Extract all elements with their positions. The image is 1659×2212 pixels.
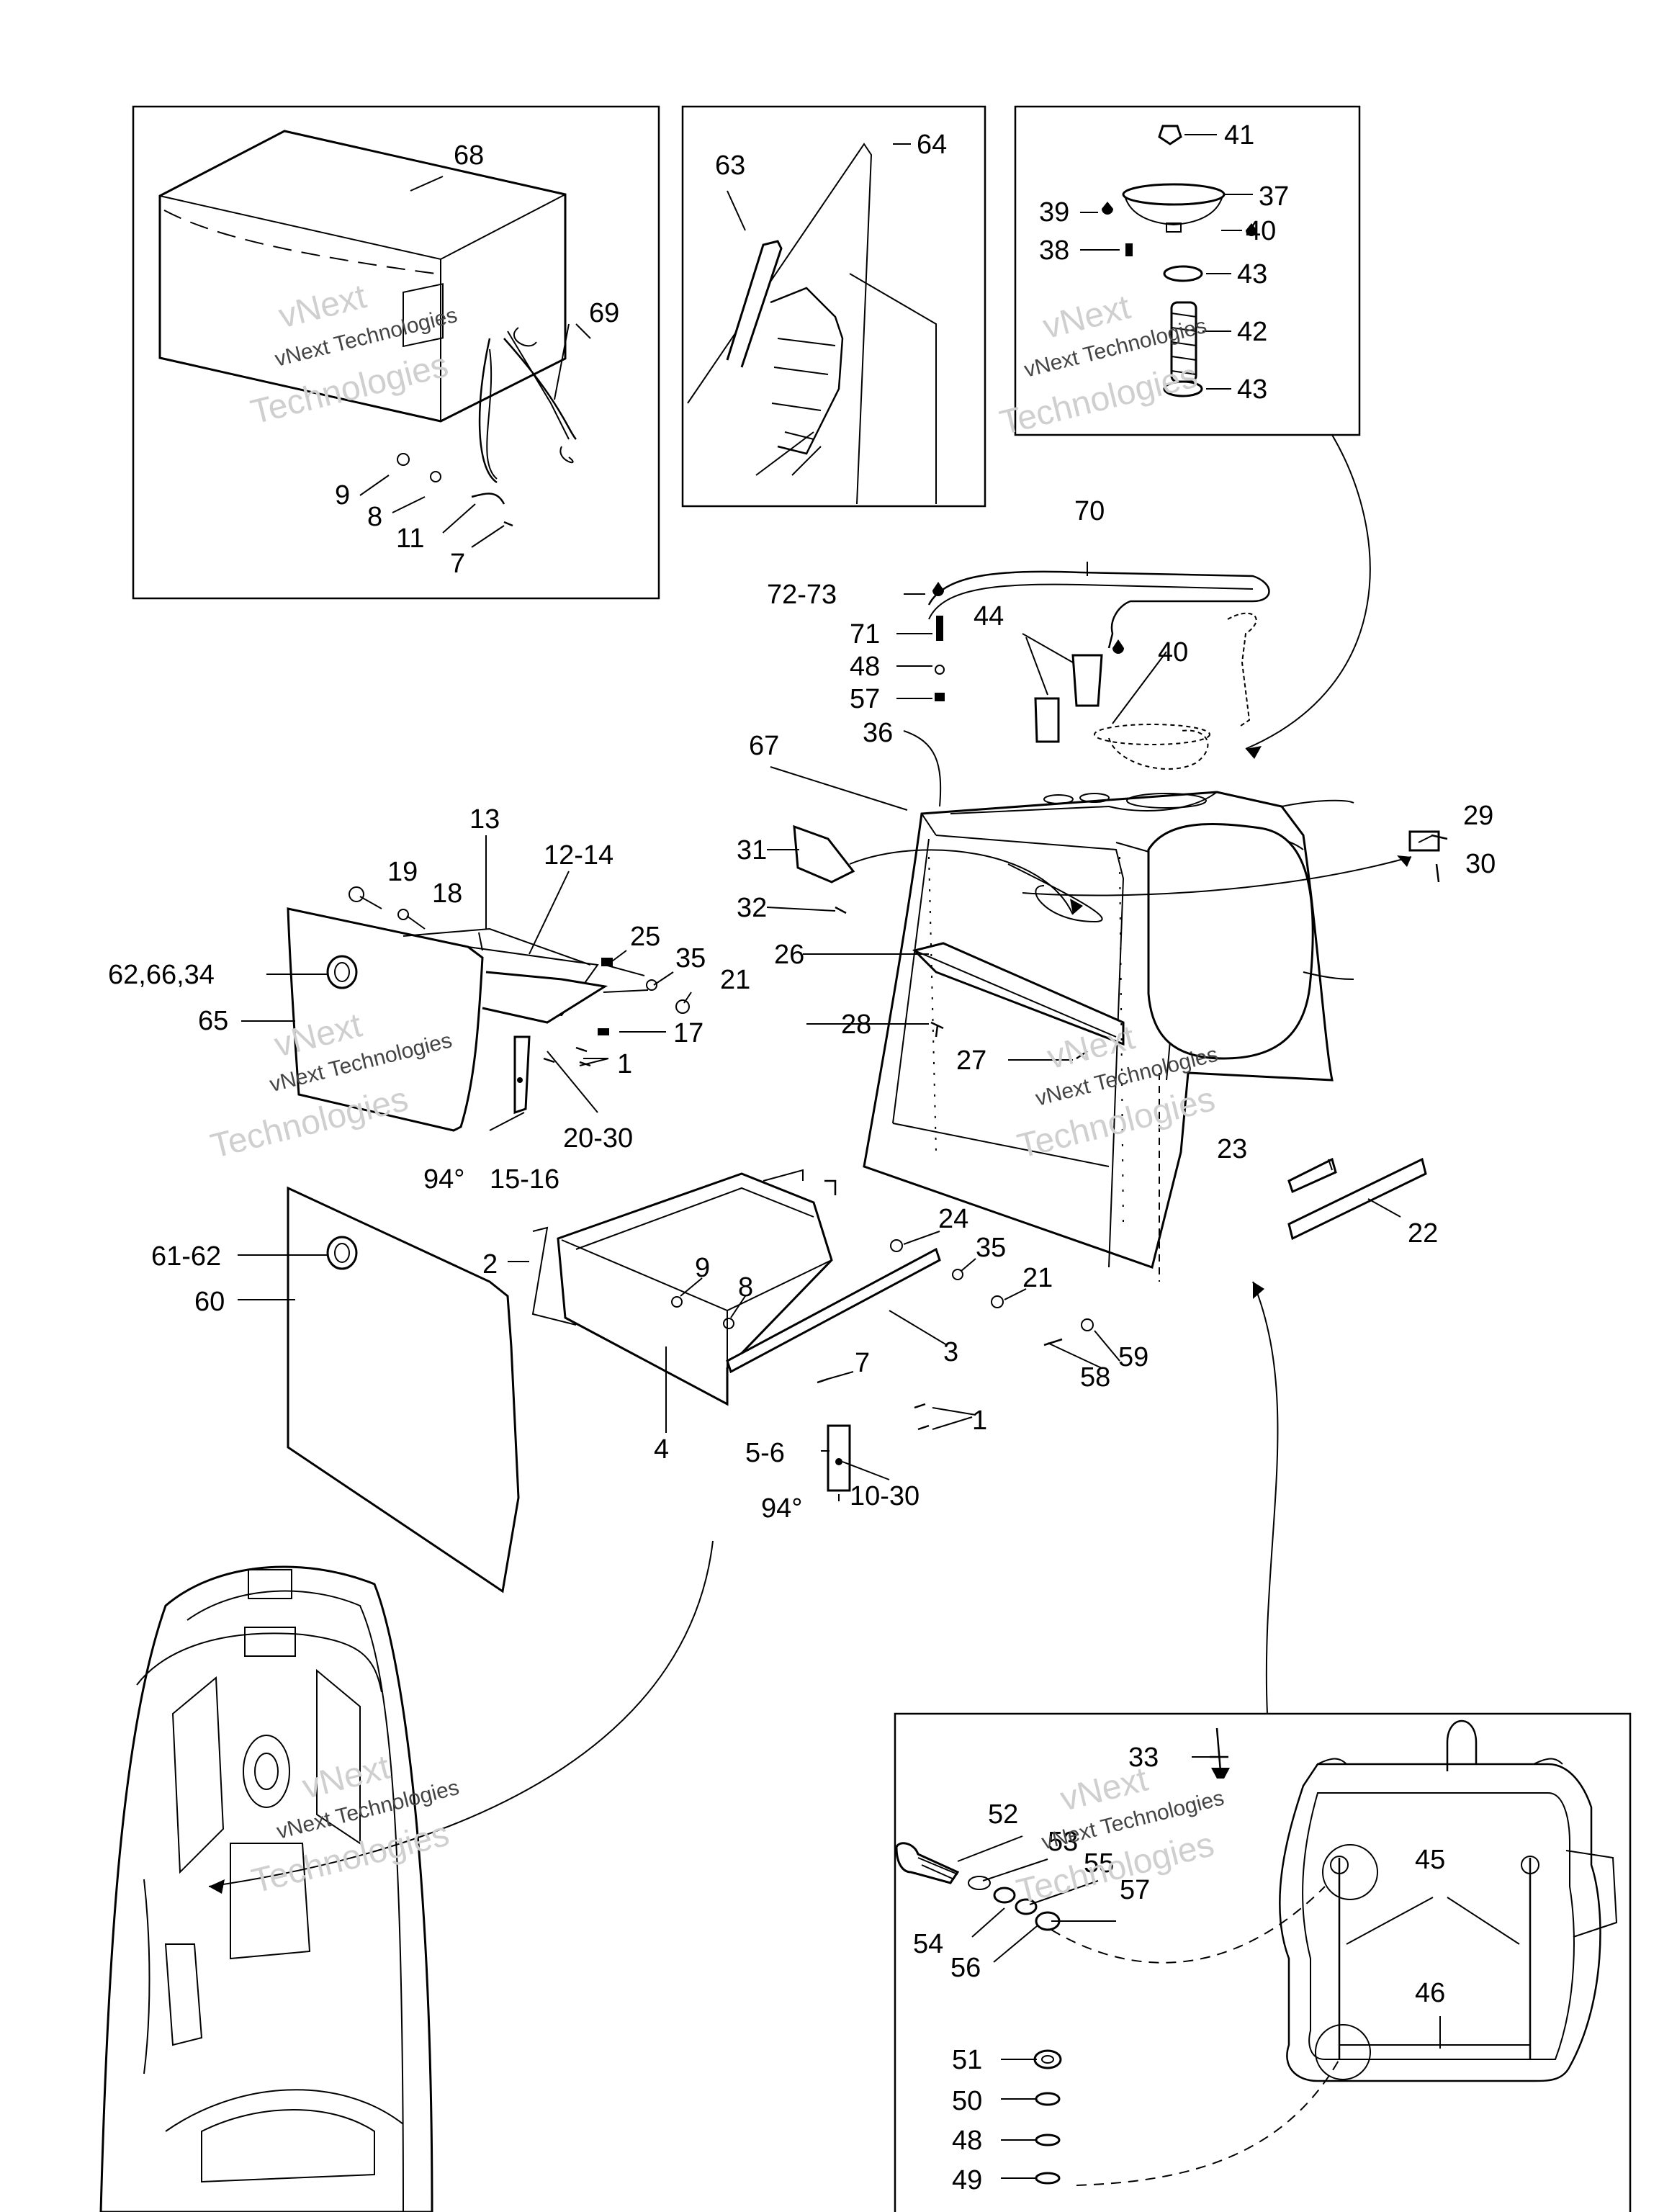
callout-53: 53 xyxy=(1048,1827,1078,1857)
watermark-6: vNext vNext Technologies Technologies xyxy=(1013,1761,1227,1912)
callout-11: 11 xyxy=(396,523,424,554)
drawer-drawing xyxy=(531,1169,1004,1492)
callout-1-drawer: 1 xyxy=(972,1406,987,1436)
callout-35: 35 xyxy=(675,943,706,974)
console-cabinet-drawing xyxy=(863,791,1354,1282)
callout-57-frame: 57 xyxy=(1120,1875,1150,1905)
glovebox-door-drawing xyxy=(287,886,690,1132)
callout-9-drawer: 9 xyxy=(695,1253,710,1283)
callout-27: 27 xyxy=(956,1046,986,1076)
callout-21-drawer: 21 xyxy=(1022,1263,1053,1293)
inset-box-cooler xyxy=(132,105,660,600)
callout-68: 68 xyxy=(454,140,484,171)
callout-94-lower: 94° xyxy=(761,1493,802,1524)
callout-37: 37 xyxy=(1259,181,1289,212)
callout-44: 44 xyxy=(974,601,1004,631)
callout-35-drawer: 35 xyxy=(976,1233,1006,1263)
callout-63: 63 xyxy=(715,150,745,181)
callout-4: 4 xyxy=(654,1434,669,1465)
callout-42: 42 xyxy=(1237,317,1267,347)
callout-71: 71 xyxy=(850,619,880,649)
callout-10-30: 10-30 xyxy=(850,1481,920,1511)
callout-7-drawer: 7 xyxy=(855,1348,870,1378)
callout-72-73: 72-73 xyxy=(767,580,837,610)
top-rail-drawing xyxy=(927,570,1270,770)
callout-56: 56 xyxy=(950,1953,981,1983)
callout-15-16: 15-16 xyxy=(490,1164,559,1195)
callout-40-mid: 40 xyxy=(1158,637,1188,667)
cooler-drawing xyxy=(158,130,577,527)
callout-13: 13 xyxy=(469,804,500,835)
callout-7: 7 xyxy=(450,549,465,579)
callout-9: 9 xyxy=(335,480,350,511)
callout-60: 60 xyxy=(194,1287,225,1317)
boat-overview-drawing xyxy=(99,1565,433,2212)
callout-57: 57 xyxy=(850,684,880,714)
callout-17: 17 xyxy=(673,1018,703,1048)
callout-70: 70 xyxy=(1074,496,1105,526)
frame-inset-drawing xyxy=(1279,1719,1618,2082)
inset-box-frame xyxy=(894,1712,1632,2212)
callout-32: 32 xyxy=(737,893,767,923)
callout-28: 28 xyxy=(841,1010,871,1040)
callout-3: 3 xyxy=(943,1337,958,1367)
callout-43: 43 xyxy=(1237,259,1267,289)
callout-49: 49 xyxy=(952,2165,982,2195)
callout-38: 38 xyxy=(1039,235,1069,266)
callout-43-lower: 43 xyxy=(1237,374,1267,405)
callout-48-frame: 48 xyxy=(952,2126,982,2156)
callout-12-14: 12-14 xyxy=(544,840,613,871)
callout-1: 1 xyxy=(617,1049,632,1079)
cabinet-small-parts xyxy=(793,824,1448,1346)
callout-25: 25 xyxy=(630,922,660,952)
callout-48: 48 xyxy=(850,652,880,682)
frame-fastener-parts xyxy=(895,1727,1230,2185)
callout-58: 58 xyxy=(1080,1362,1110,1393)
leader-lines xyxy=(238,134,1520,2179)
sink-parts-drawing xyxy=(1102,125,1257,397)
inset-box-rack xyxy=(681,105,986,508)
callout-2: 2 xyxy=(482,1249,498,1280)
callout-45: 45 xyxy=(1415,1845,1445,1875)
callout-46: 46 xyxy=(1415,1978,1445,2008)
inset-box-sink xyxy=(1014,105,1361,436)
panel-60-drawing xyxy=(287,1186,520,1593)
callout-54: 54 xyxy=(913,1929,943,1959)
callout-8-drawer: 8 xyxy=(738,1272,753,1303)
callout-64: 64 xyxy=(917,130,947,160)
callout-22: 22 xyxy=(1408,1218,1438,1249)
callout-26: 26 xyxy=(774,940,804,970)
callout-31: 31 xyxy=(737,835,767,866)
callout-69: 69 xyxy=(589,298,619,328)
callout-67: 67 xyxy=(749,731,779,761)
callout-50: 50 xyxy=(952,2086,982,2116)
callout-36: 36 xyxy=(863,718,893,748)
callout-30: 30 xyxy=(1465,849,1496,879)
callout-labels: 68 69 9 8 11 7 63 64 41 37 39 40 38 43 4… xyxy=(108,120,1496,2195)
callout-8: 8 xyxy=(367,502,382,532)
callout-24: 24 xyxy=(938,1204,968,1234)
callout-29: 29 xyxy=(1463,801,1493,831)
callout-94-upper: 94° xyxy=(423,1164,464,1195)
callout-59: 59 xyxy=(1118,1342,1148,1372)
callout-55: 55 xyxy=(1084,1848,1114,1879)
callout-65: 65 xyxy=(198,1006,228,1036)
callout-18: 18 xyxy=(432,878,462,909)
callout-19: 19 xyxy=(387,857,418,887)
callout-20-30: 20-30 xyxy=(563,1123,633,1154)
callout-21: 21 xyxy=(720,965,750,995)
callout-40: 40 xyxy=(1246,216,1276,246)
rack-drawing xyxy=(687,143,937,505)
callout-62-66-34: 62,66,34 xyxy=(108,960,215,990)
connector-curves xyxy=(208,434,1412,2186)
callout-52: 52 xyxy=(988,1799,1018,1830)
callout-61-62: 61-62 xyxy=(151,1241,221,1272)
callout-5-6: 5-6 xyxy=(745,1438,785,1468)
callout-33: 33 xyxy=(1128,1743,1159,1773)
callout-23: 23 xyxy=(1217,1134,1247,1164)
callout-51: 51 xyxy=(952,2045,982,2075)
callout-41: 41 xyxy=(1224,120,1254,150)
callout-39: 39 xyxy=(1039,197,1069,228)
